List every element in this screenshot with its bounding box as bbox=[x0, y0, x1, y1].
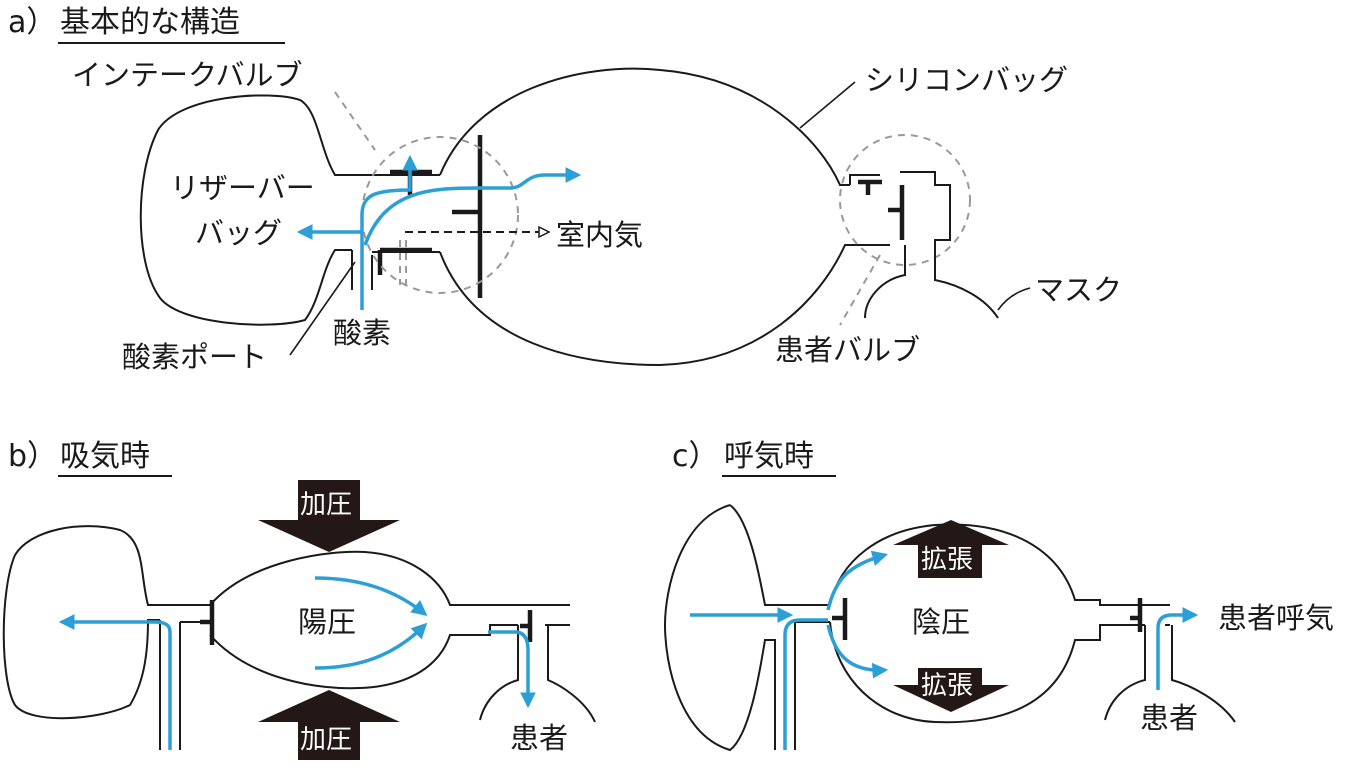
label-mask: マスク bbox=[1035, 273, 1122, 307]
b-flow-top bbox=[314, 576, 428, 616]
c-expand-arrow-top: 拡張 bbox=[893, 520, 1009, 578]
b-flow-to-reservoir bbox=[58, 614, 172, 750]
label-silicon-bag: シリコンバッグ bbox=[865, 63, 1068, 97]
c-reservoir-bag bbox=[663, 504, 830, 752]
reservoir-bag bbox=[139, 94, 352, 326]
silicon-bag bbox=[439, 67, 855, 367]
c-patient-valve bbox=[1130, 598, 1143, 632]
section-c-letter: c） bbox=[672, 439, 719, 474]
mask-leader bbox=[997, 287, 1031, 311]
oxygen-flow-to-bag bbox=[363, 167, 582, 246]
c-patient-face bbox=[1104, 625, 1236, 723]
label-intake-valve: インテークバルブ bbox=[72, 58, 303, 92]
c-flow-exhale bbox=[1156, 607, 1199, 690]
section-b-title: 吸気時 bbox=[60, 439, 150, 474]
intake-valve-bottom bbox=[377, 247, 432, 275]
label-reservoir-line1: リザーバー bbox=[170, 171, 315, 205]
label-oxygen-port: 酸素ポート bbox=[122, 340, 267, 374]
oxygen-port bbox=[351, 250, 373, 290]
b-patient-face bbox=[479, 625, 596, 723]
patient-valve-highlight bbox=[839, 134, 971, 266]
patient-valve-leader bbox=[839, 254, 881, 326]
b-silicon-bag bbox=[209, 550, 570, 690]
b-oxygen-port bbox=[159, 620, 210, 750]
c-flow-top bbox=[826, 550, 889, 611]
c-label-patient-exhale: 患者呼気 bbox=[1218, 601, 1334, 635]
section-b-letter: b） bbox=[8, 439, 57, 474]
c-flow-bottom bbox=[826, 624, 889, 679]
b-label-positive-pressure: 陽圧 bbox=[298, 605, 356, 639]
c-label-expand-bottom: 拡張 bbox=[921, 671, 973, 701]
mask bbox=[864, 245, 999, 319]
label-patient-valve: 患者バルブ bbox=[775, 333, 920, 367]
c-oxygen-port bbox=[794, 621, 830, 750]
c-intake-valve bbox=[832, 598, 848, 640]
section-c-title: 呼気時 bbox=[724, 439, 814, 474]
silicon-bag-leader bbox=[799, 81, 856, 129]
patient-valve-housing bbox=[849, 171, 951, 250]
patient-valve-flap bbox=[858, 179, 905, 240]
b-label-patient: 患者 bbox=[510, 721, 568, 755]
c-flow-oxygen bbox=[783, 618, 828, 750]
c-silicon-bag bbox=[829, 523, 1170, 724]
b-pressure-arrow-top: 加圧 bbox=[258, 480, 400, 552]
intake-valve-leader bbox=[334, 91, 376, 151]
c-expand-arrow-bottom: 拡張 bbox=[893, 668, 1009, 712]
c-label-patient: 患者 bbox=[1140, 701, 1198, 735]
oxygen-port-leader bbox=[289, 261, 356, 356]
c-label-expand-top: 拡張 bbox=[921, 545, 973, 575]
b-pressure-arrow-bottom: 加圧 bbox=[258, 690, 400, 760]
label-room-air: 室内気 bbox=[556, 218, 643, 252]
intake-valve-highlight bbox=[361, 136, 519, 294]
intake-valve-flap bbox=[452, 135, 483, 298]
b-flow-bottom bbox=[314, 622, 428, 670]
b-flow-to-patient bbox=[488, 630, 536, 709]
label-reservoir-line2: バッグ bbox=[195, 216, 282, 250]
section-c: c） 呼気時 拡張 拡張 陰圧 患者呼気 患者 bbox=[663, 439, 1334, 752]
room-air-inlet bbox=[399, 240, 407, 285]
c-label-negative-pressure: 陰圧 bbox=[912, 605, 970, 639]
b-intake-valve bbox=[200, 600, 215, 645]
label-oxygen: 酸素 bbox=[333, 316, 391, 350]
oxygen-flow bbox=[360, 154, 418, 310]
section-a-letter: a） bbox=[8, 5, 56, 40]
section-b: b） 吸気時 加圧 加圧 陽圧 患者 bbox=[2, 439, 596, 760]
b-label-pressure-top: 加圧 bbox=[300, 490, 352, 520]
b-patient-valve bbox=[520, 610, 533, 642]
b-reservoir-bag bbox=[2, 525, 210, 720]
section-a: a） 基本的な構造 インテークバル bbox=[8, 5, 1122, 374]
section-a-title: 基本的な構造 bbox=[60, 5, 240, 40]
b-label-pressure-bottom: 加圧 bbox=[300, 725, 352, 755]
